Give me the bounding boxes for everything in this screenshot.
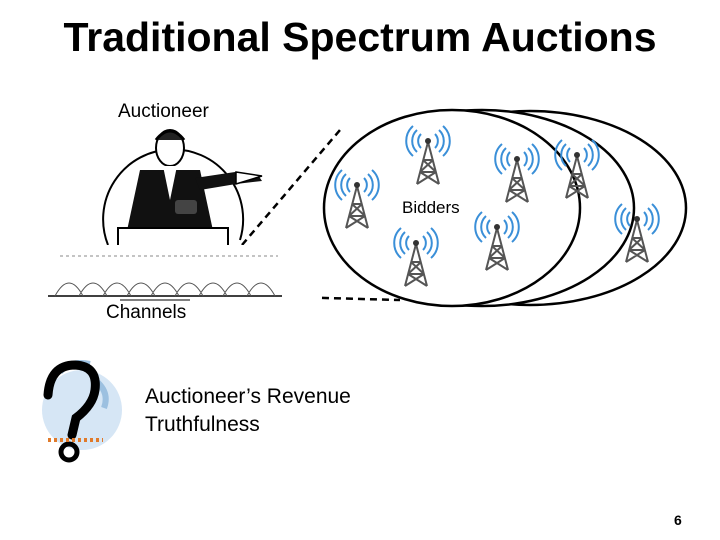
question-mark-icon [42,360,122,463]
page-number: 6 [674,512,682,528]
slide-title: Traditional Spectrum Auctions [63,14,657,60]
bidders-label: Bidders [402,198,460,218]
bullet-revenue: Auctioneer’s Revenue [145,385,351,408]
auctioneer-figure-icon [102,129,263,249]
connector-line-top [241,129,341,246]
channel-spectrum-icon [48,245,320,301]
channels-label: Channels [106,302,187,323]
auctioneer-label: Auctioneer [118,101,209,122]
bullet-truthfulness: Truthfulness [145,413,260,436]
bullet-list: Auctioneer’s Revenue Truthfulness [145,383,351,439]
